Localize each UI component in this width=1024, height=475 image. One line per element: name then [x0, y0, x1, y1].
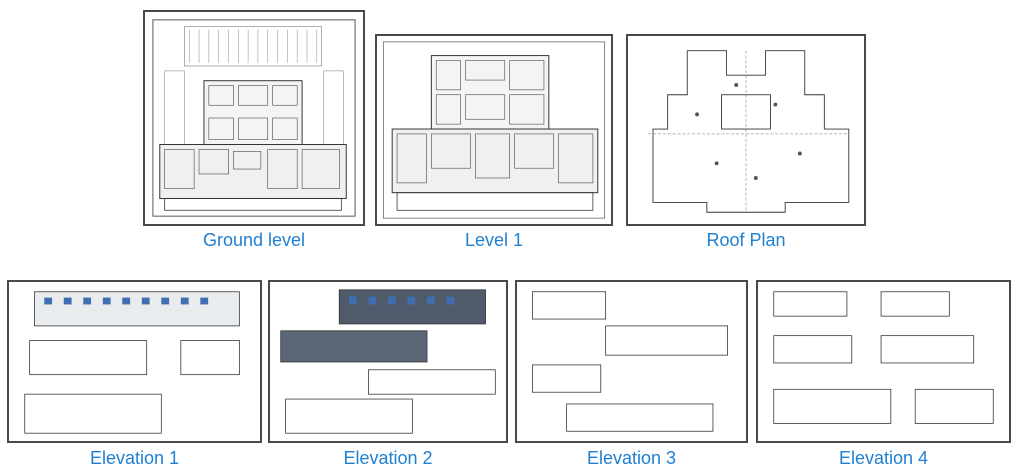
- elevation-4-drawing[interactable]: [756, 280, 1011, 443]
- elevation-3-drawing[interactable]: [515, 280, 748, 443]
- level-1-plan-svg: [382, 41, 606, 219]
- elevation-2-svg: [280, 289, 496, 434]
- caption-elevation-3: Elevation 3: [586, 448, 677, 468]
- caption-elevation-2: Elevation 2: [343, 448, 433, 468]
- ground-level-plan-svg: [152, 19, 356, 217]
- level-1-drawing[interactable]: [375, 34, 613, 226]
- caption-ground-level: Ground level: [202, 230, 306, 250]
- caption-roof-plan: Roof Plan: [706, 230, 786, 250]
- caption-elevation-4: Elevation 4: [838, 448, 929, 468]
- elevation-4-svg: [773, 291, 994, 424]
- ground-level-drawing[interactable]: [143, 10, 365, 226]
- caption-elevation-1: Elevation 1: [89, 448, 180, 468]
- roof-plan-drawing[interactable]: [626, 34, 866, 226]
- elevation-3-svg: [532, 291, 728, 432]
- elevation-1-svg: [24, 291, 240, 434]
- roof-plan-svg: [648, 50, 850, 213]
- elevation-2-drawing[interactable]: [268, 280, 508, 443]
- caption-level-1: Level 1: [464, 230, 524, 250]
- elevation-1-drawing[interactable]: [7, 280, 262, 443]
